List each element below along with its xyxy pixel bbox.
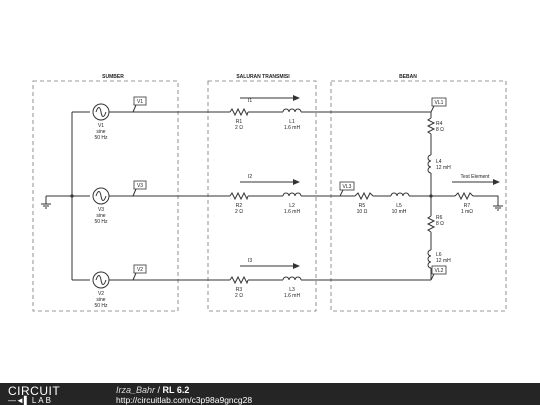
logo-top-text: CIRCUIT <box>8 384 61 398</box>
svg-text:VL3: VL3 <box>343 184 352 190</box>
r6-name: R6 <box>436 215 443 221</box>
l1-name: L1 <box>289 119 295 125</box>
source-v1-freq: 50 Hz <box>94 135 108 141</box>
r7-value: 1 mΩ <box>461 209 473 215</box>
resistor-r1 <box>229 107 249 117</box>
circuit-url[interactable]: http://circuitlab.com/c3p98a9gncg28 <box>116 395 253 405</box>
l2-name: L2 <box>289 203 295 209</box>
r2-value: 2 Ω <box>235 209 243 215</box>
source-v1-name: V1 <box>98 123 104 129</box>
junction-dot-star <box>429 194 433 198</box>
source-v2-name: V2 <box>98 291 104 297</box>
resistor-r5 <box>354 191 374 201</box>
load-section-title: BEBAN <box>399 74 417 80</box>
probe-vl3: VL3 <box>339 181 355 197</box>
probe-vl2: VL2 <box>430 265 447 281</box>
svg-text:V3: V3 <box>137 183 143 189</box>
l6-name: L6 <box>436 252 442 258</box>
l5-value: 10 mH <box>392 209 407 215</box>
resistor-r3 <box>229 275 249 285</box>
l3-value: 1.6 mH <box>284 293 301 299</box>
inductor-l2 <box>282 192 302 197</box>
l4-name: L4 <box>436 159 442 165</box>
probe-v1: V1 <box>132 96 147 113</box>
r2-name: R2 <box>236 203 243 209</box>
logo-bottom-text: LAB <box>31 396 53 405</box>
l4-value: 12 mH <box>436 165 451 171</box>
source-common-wire <box>46 111 90 281</box>
svg-text:V1: V1 <box>137 99 143 105</box>
current-arrow-i1 <box>240 95 300 101</box>
circuitlab-logo[interactable]: CIRCUIT —◄▌ LAB <box>8 385 98 405</box>
r6-value: 8 Ω <box>436 221 444 227</box>
resistor-r2 <box>229 191 249 201</box>
r5-value: 10 Ω <box>357 209 368 215</box>
source-section-title: SUMBER <box>102 74 124 80</box>
inductor-l1 <box>282 108 302 113</box>
r4-name: R4 <box>436 121 443 127</box>
svg-text:VL1: VL1 <box>435 100 444 106</box>
junction-dot-source <box>70 194 74 198</box>
r3-name: R3 <box>236 287 243 293</box>
wire-r7-ground <box>473 195 499 206</box>
logo-bottom: —◄▌ LAB <box>8 396 53 405</box>
resistor-r4 <box>426 117 436 135</box>
ac-source-v1 <box>92 103 110 121</box>
ac-source-v3 <box>92 187 110 205</box>
current-arrow-i3 <box>240 263 300 269</box>
title-separator: / <box>155 385 163 395</box>
r7-name: R7 <box>464 203 471 209</box>
current-arrow-i2 <box>240 179 300 185</box>
current-label-i1: I1 <box>248 98 252 104</box>
current-label-i3: I3 <box>248 258 252 264</box>
source-v3-type: sine <box>96 213 105 219</box>
test-element-arrow <box>452 179 500 185</box>
resistor-r7 <box>454 191 474 201</box>
l5-name: L5 <box>396 203 402 209</box>
circuit-schematic: SUMBER SALURAN TRANSMISI BEBAN V1 V1 sin… <box>32 74 507 312</box>
footer-bar: CIRCUIT —◄▌ LAB Irza_Bahr / RL 6.2 http:… <box>0 383 540 405</box>
circuit-name[interactable]: RL 6.2 <box>162 385 190 395</box>
resistor-r6 <box>426 215 436 233</box>
svg-text:VL2: VL2 <box>435 268 444 274</box>
probe-vl1: VL1 <box>430 97 447 113</box>
inductor-l4 <box>427 154 432 174</box>
ground-symbol-right <box>493 205 503 211</box>
inductor-l5 <box>390 192 410 197</box>
ground-symbol-left <box>41 196 51 209</box>
test-element-label: Test Element <box>461 174 491 180</box>
inductor-l6 <box>427 249 432 269</box>
probe-v2: V2 <box>132 264 147 281</box>
source-v2-freq: 50 Hz <box>94 303 108 309</box>
r3-value: 2 Ω <box>235 293 243 299</box>
r5-name: R5 <box>359 203 366 209</box>
l2-value: 1.6 mH <box>284 209 301 215</box>
ac-source-v2 <box>92 271 110 289</box>
l1-value: 1.6 mH <box>284 125 301 131</box>
r4-value: 8 Ω <box>436 127 444 133</box>
circuit-title: Irza_Bahr / RL 6.2 <box>116 385 189 395</box>
transmission-section-title: SALURAN TRANSMISI <box>236 74 290 80</box>
source-v3-freq: 50 Hz <box>94 219 108 225</box>
r1-name: R1 <box>236 119 243 125</box>
l6-value: 12 mH <box>436 258 451 264</box>
source-v3-name: V3 <box>98 207 104 213</box>
author-link[interactable]: Irza_Bahr <box>116 385 156 395</box>
probe-v3: V3 <box>132 180 147 197</box>
r1-value: 2 Ω <box>235 125 243 131</box>
logo-wire-icon: —◄▌ <box>8 396 30 405</box>
source-v1-type: sine <box>96 129 105 135</box>
l3-name: L3 <box>289 287 295 293</box>
inductor-l3 <box>282 276 302 281</box>
svg-text:V2: V2 <box>137 267 143 273</box>
source-v2-type: sine <box>96 297 105 303</box>
current-label-i2: I2 <box>248 174 252 180</box>
